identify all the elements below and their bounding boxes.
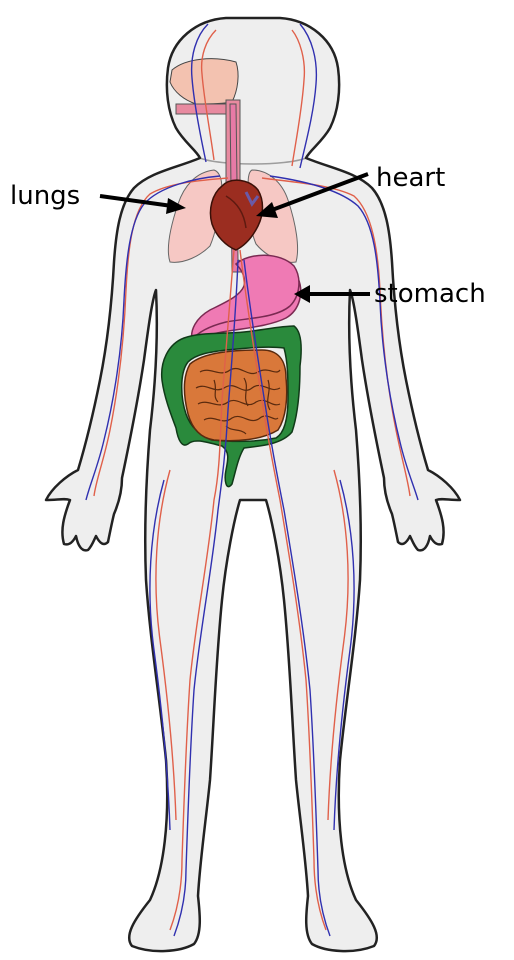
heart-label: heart: [376, 163, 445, 193]
body-outline: [46, 18, 460, 951]
lungs-label: lungs: [10, 181, 80, 211]
trachea-tube: [176, 104, 226, 114]
stomach-label: stomach: [374, 279, 486, 309]
small-intestine: [185, 350, 287, 441]
